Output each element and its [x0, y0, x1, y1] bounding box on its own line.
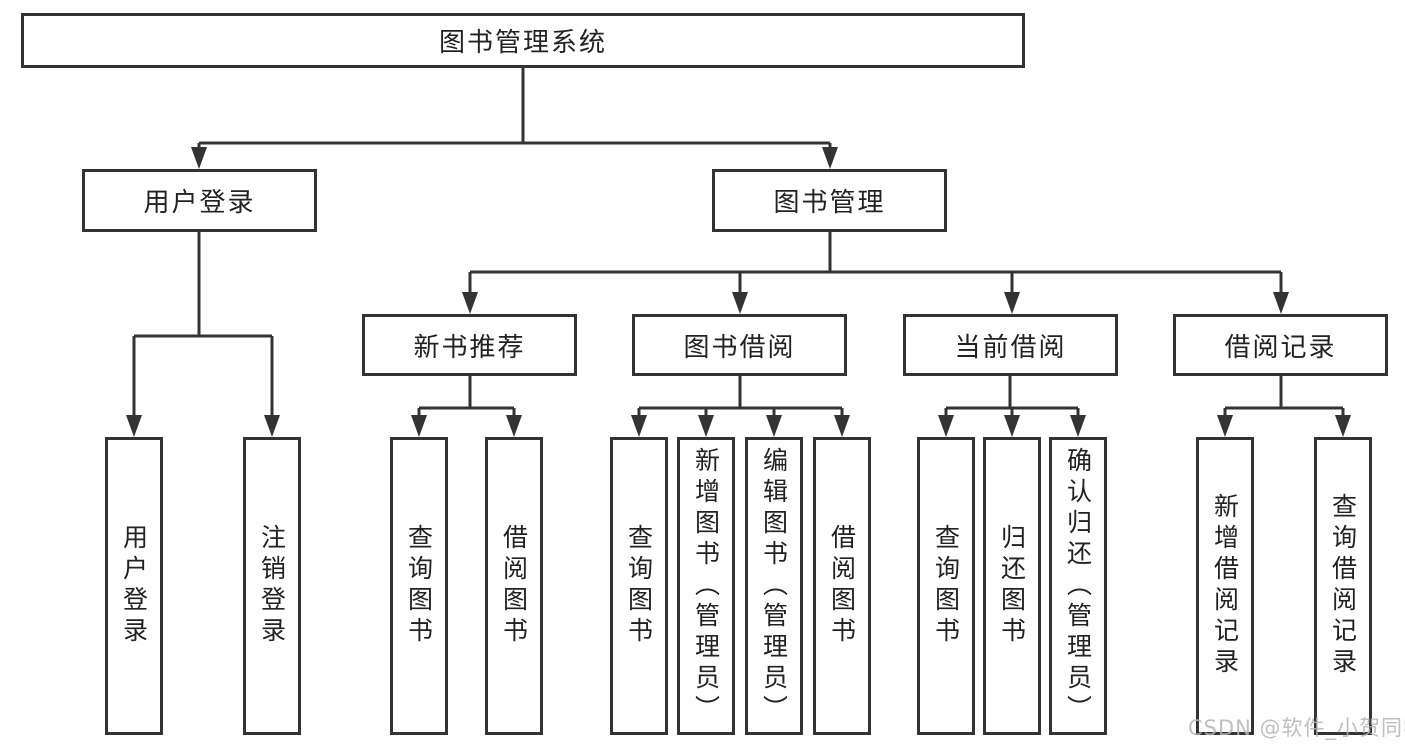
leaf-label: 归还图书 [997, 524, 1027, 648]
leaf-label: 用户登录 [119, 524, 149, 648]
leaf-query-borrow-record: 查询借阅记录 [1314, 437, 1372, 735]
leaf-label: 查询借阅记录 [1328, 493, 1358, 679]
leaf-label: 查询图书 [624, 524, 654, 648]
node-root: 图书管理系统 [21, 13, 1025, 68]
node-user-login: 用户登录 [82, 169, 317, 232]
leaf-add-borrow-record: 新增借阅记录 [1196, 437, 1254, 735]
node-new-book-recommend: 新书推荐 [362, 314, 577, 376]
leaf-label: 注销登录 [257, 524, 287, 648]
leaf-label: 新增图书（管理员） [691, 446, 721, 726]
leaf-query-books-current: 查询图书 [917, 437, 975, 735]
leaf-label: 借阅图书 [499, 524, 529, 648]
node-borrow-records: 借阅记录 [1173, 314, 1388, 376]
node-book-borrowing: 图书借阅 [632, 314, 847, 376]
node-current-borrowing: 当前借阅 [903, 314, 1118, 376]
leaf-logout: 注销登录 [243, 437, 301, 735]
leaf-label: 查询图书 [931, 524, 961, 648]
leaf-user-login: 用户登录 [105, 437, 163, 735]
leaf-label: 新增借阅记录 [1210, 493, 1240, 679]
leaf-edit-books-admin: 编辑图书（管理员） [745, 437, 803, 735]
leaf-confirm-return-admin: 确认归还（管理员） [1049, 437, 1107, 735]
leaf-query-books-recommend: 查询图书 [390, 437, 448, 735]
leaf-query-books-borrow: 查询图书 [610, 437, 668, 735]
leaf-label: 借阅图书 [827, 524, 857, 648]
node-book-management: 图书管理 [712, 169, 947, 232]
leaf-label: 编辑图书（管理员） [759, 446, 789, 726]
csdn-watermark: CSDN @软件_小贺同学 [1188, 716, 1405, 740]
leaf-add-books-admin: 新增图书（管理员） [677, 437, 735, 735]
leaf-label: 查询图书 [404, 524, 434, 648]
leaf-borrow-books-recommend: 借阅图书 [485, 437, 543, 735]
leaf-return-books: 归还图书 [983, 437, 1041, 735]
leaf-label: 确认归还（管理员） [1063, 446, 1093, 726]
leaf-borrow-books: 借阅图书 [813, 437, 871, 735]
